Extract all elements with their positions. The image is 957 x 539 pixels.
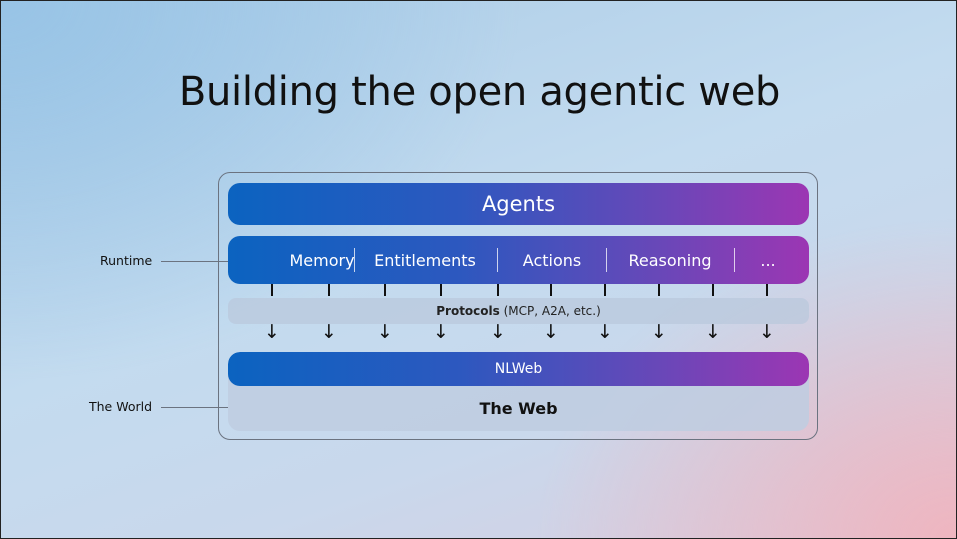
down-arrow-icon: ↓ — [705, 321, 721, 343]
runtime-row: Memory Entitlements Actions Reasoning ..… — [228, 236, 809, 284]
nlweb-label: NLWeb — [494, 361, 543, 377]
runtime-separator — [497, 248, 498, 272]
down-arrow-icon: ↓ — [759, 321, 775, 343]
down-arrow-icon: ↓ — [597, 321, 613, 343]
down-arrow-icon: ↓ — [321, 321, 337, 343]
runtime-item-actions: Actions — [522, 250, 582, 270]
connector-tick — [328, 284, 330, 296]
world-side-label: The World — [89, 399, 153, 414]
connector-tick — [766, 284, 768, 296]
runtime-item-reasoning: Reasoning — [628, 250, 712, 270]
world-connector-line — [161, 407, 228, 408]
agents-bar: Agents — [228, 183, 809, 225]
connector-tick — [271, 284, 273, 296]
slide-title: Building the open agentic web — [178, 69, 781, 115]
nlweb-bar: NLWeb — [228, 352, 809, 386]
diagram-frame — [218, 172, 818, 440]
web-block: NLWeb The Web — [228, 352, 809, 431]
down-arrow-icon: ↓ — [490, 321, 506, 343]
runtime-separator — [354, 248, 355, 272]
connector-tick — [604, 284, 606, 296]
connector-tick — [658, 284, 660, 296]
down-arrow-icon: ↓ — [651, 321, 667, 343]
down-arrow-icon: ↓ — [433, 321, 449, 343]
agents-label: Agents — [481, 192, 556, 216]
runtime-connector-line — [161, 261, 228, 262]
runtime-item-entitlements: Entitlements — [374, 250, 476, 270]
down-arrow-icon: ↓ — [264, 321, 280, 343]
runtime-separator — [734, 248, 735, 272]
runtime-item-more: ... — [760, 250, 776, 270]
runtime-side-label: Runtime — [100, 253, 153, 268]
protocols-label: Protocols — [436, 304, 500, 318]
runtime-separator — [606, 248, 607, 272]
protocols-bar: Protocols (MCP, A2A, etc.) — [228, 298, 809, 324]
connector-tick — [550, 284, 552, 296]
runtime-item-memory: Memory — [289, 250, 355, 270]
protocols-detail: (MCP, A2A, etc.) — [499, 304, 601, 318]
down-arrow-icon: ↓ — [377, 321, 393, 343]
the-web-label: The Web — [479, 399, 558, 418]
connector-tick — [440, 284, 442, 296]
connector-tick — [384, 284, 386, 296]
down-arrow-icon: ↓ — [543, 321, 559, 343]
connector-tick — [712, 284, 714, 296]
connector-tick — [497, 284, 499, 296]
